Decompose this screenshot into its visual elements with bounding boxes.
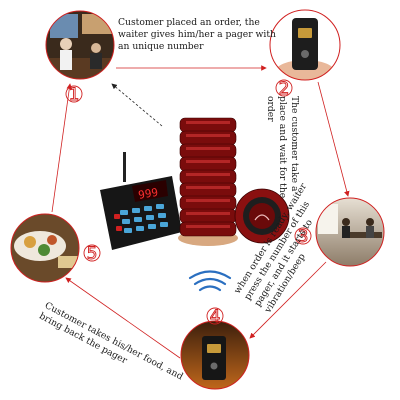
step-number-4: 4 (206, 307, 224, 327)
restaurant-photo (45, 10, 115, 80)
cafe-photo (315, 197, 385, 267)
arrow-4-to-5 (65, 277, 181, 359)
pager-in-hand-photo (269, 9, 341, 81)
arrow-2-to-3 (317, 81, 350, 197)
svg-text:3: 3 (298, 227, 309, 247)
arrow-5-to-1 (51, 83, 73, 213)
svg-text:1: 1 (69, 85, 80, 105)
flow-arrows (51, 65, 350, 359)
svg-text:2: 2 (279, 79, 290, 99)
transmitter-display: 999 (137, 186, 159, 202)
step-number-5: 5 (83, 244, 101, 264)
step-1-caption: Customer placed an order, the waiter giv… (118, 17, 276, 52)
arrow-dashed-center-to-1 (111, 83, 163, 127)
pager-on-table-photo (180, 320, 250, 390)
svg-text:4: 4 (210, 307, 221, 327)
food-plate-photo (10, 213, 80, 283)
step-numbers: 1 2 3 4 5 (65, 79, 312, 327)
wireless-signal-icon (188, 270, 232, 292)
arrow-3-to-4 (249, 261, 327, 339)
step-number-1: 1 (65, 85, 83, 105)
transmitter-keypad-icon: 999 (100, 152, 182, 250)
step-number-2: 2 (275, 79, 293, 99)
pager-stack-icon (178, 117, 290, 246)
svg-text:5: 5 (87, 244, 98, 264)
step-number-3: 3 (294, 227, 312, 247)
